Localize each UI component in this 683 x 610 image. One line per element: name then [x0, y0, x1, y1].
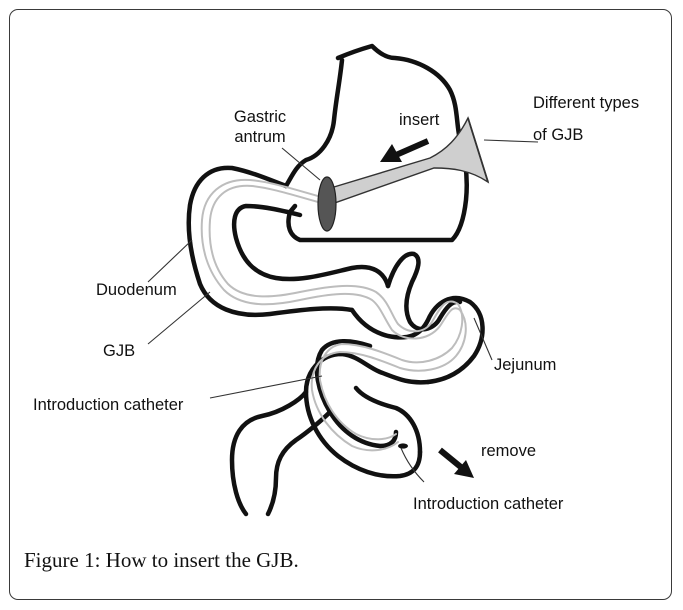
label-duodenum: Duodenum — [96, 281, 177, 299]
remove-arrow-shaft — [440, 450, 462, 468]
label-jejunum: Jejunum — [494, 356, 556, 374]
leader-gjb-types — [484, 140, 538, 142]
catheter-tip — [398, 443, 408, 448]
lower-inner-limb — [268, 412, 330, 514]
label-different-types: Different types — [533, 94, 639, 112]
stomach-outline — [288, 46, 466, 240]
stomach-inner-curve — [286, 60, 342, 186]
label-introduction-catheter-right: Introduction catheter — [413, 495, 564, 513]
leader-gjb — [148, 292, 210, 344]
label-of-gjb: of GJB — [533, 126, 583, 144]
label-introduction-catheter-left: Introduction catheter — [33, 396, 184, 414]
jejunum-inner — [388, 254, 460, 329]
lower-outer-limb — [232, 392, 306, 514]
gjb-device — [324, 118, 488, 206]
gastric-antrum-marker — [318, 177, 336, 231]
leader-duodenum — [148, 240, 192, 282]
label-insert: insert — [399, 111, 440, 129]
insert-arrow-shaft — [396, 141, 428, 155]
label-gjb: GJB — [103, 342, 135, 360]
label-antrum: antrum — [234, 128, 285, 146]
label-remove: remove — [481, 442, 536, 460]
leader-gastric-antrum — [282, 148, 320, 180]
figure-caption: Figure 1: How to insert the GJB. — [24, 548, 299, 573]
label-gastric: Gastric — [234, 108, 286, 126]
duodenum-inner — [234, 206, 388, 286]
